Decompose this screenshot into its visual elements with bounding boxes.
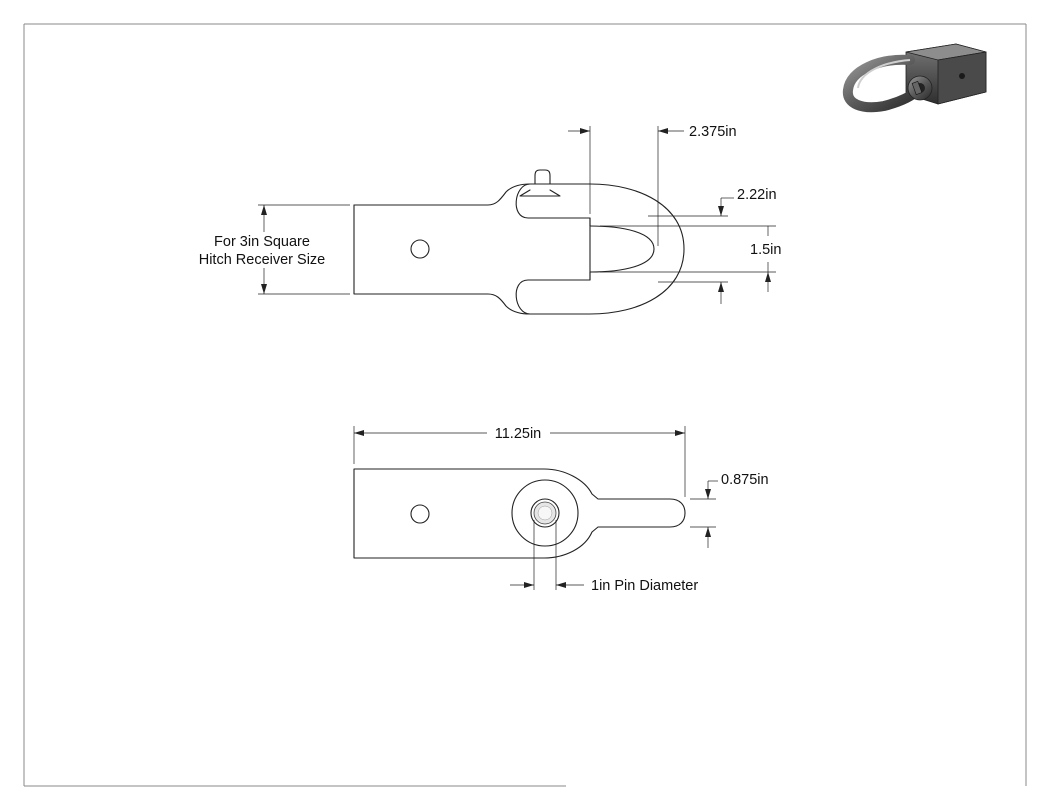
isometric-preview-image	[842, 43, 987, 113]
side-view: 11.25in 0.875in 1in Pin Diameter	[353, 426, 769, 594]
dim-shackle-bow: 2.22in	[737, 187, 777, 203]
top-view: For 3in Square Hitch Receiver Size 2.375…	[199, 124, 781, 315]
dim-shackle-opening: 1.5in	[750, 242, 781, 258]
drawing-frame	[23, 23, 1027, 787]
receiver-size-label-line1: For 3in Square	[214, 234, 310, 250]
hitch-pin-hole-top	[410, 239, 430, 259]
shackle-eye-outer	[511, 479, 579, 547]
receiver-size-label-line2: Hitch Receiver Size	[199, 252, 326, 268]
dim-shackle-thickness: 0.875in	[721, 472, 769, 488]
dim-overall-length: 11.25in	[495, 426, 542, 442]
dim-shackle-width: 2.375in	[689, 124, 737, 140]
hitch-pin-hole-side	[410, 504, 430, 524]
dim-pin-diameter: 1in Pin Diameter	[591, 578, 698, 594]
